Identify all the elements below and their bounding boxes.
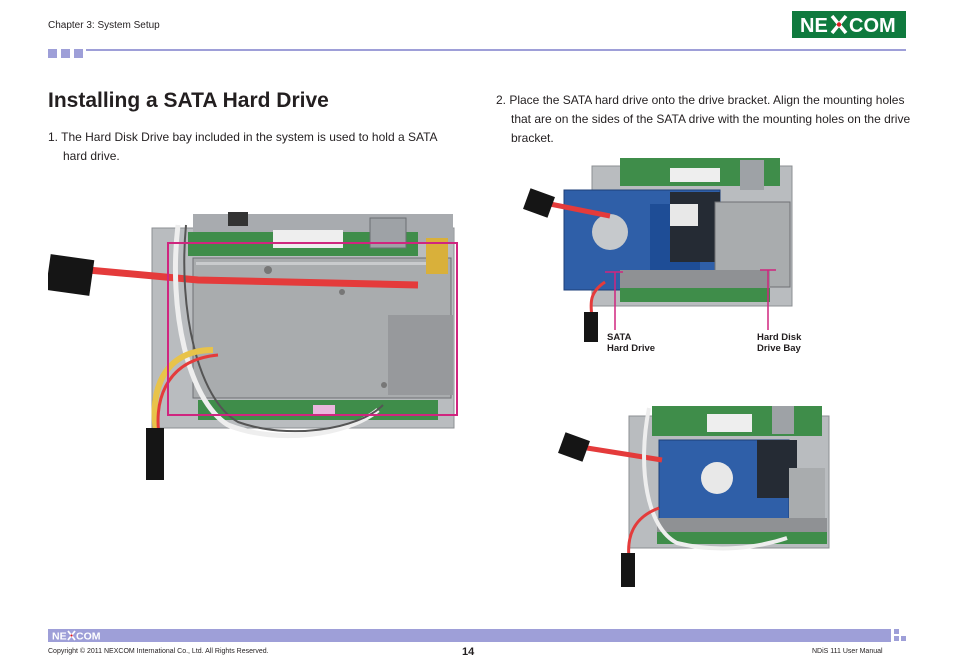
footer-square: [894, 636, 899, 641]
callout-sata-line1: SATA: [607, 332, 632, 343]
manual-title: NDiS 111 User Manual: [812, 648, 883, 655]
header-square: [74, 49, 83, 58]
svg-text:COM: COM: [76, 631, 101, 643]
step-2-text: 2. Place the SATA hard drive onto the dr…: [496, 93, 911, 145]
nexcom-logo-mark: NE COM: [792, 11, 906, 38]
footer-logo: NE COM: [52, 629, 104, 646]
header-square: [61, 49, 70, 58]
header-square: [48, 49, 57, 58]
footer-square: [901, 636, 906, 641]
footer-logo-mark: NE COM: [52, 630, 101, 643]
svg-text:NE: NE: [800, 15, 828, 37]
callout-sata-line2: Hard Drive: [607, 343, 656, 354]
footer-square: [894, 629, 899, 634]
callout-sata-hard-drive: SATA Hard Drive: [607, 332, 655, 354]
chassis-photo-hdd-bay: [48, 200, 460, 485]
callout-bay-line1: Hard Disk: [757, 332, 802, 343]
drive-installed-photo: [557, 398, 837, 593]
section-title: Installing a SATA Hard Drive: [48, 89, 329, 112]
callout-drive-bay: Hard Disk Drive Bay: [757, 332, 801, 354]
svg-text:NE: NE: [52, 631, 67, 643]
step-1-text: 1. The Hard Disk Drive bay included in t…: [48, 130, 437, 163]
svg-text:COM: COM: [849, 15, 896, 37]
copyright-text: Copyright © 2011 NEXCOM International Co…: [48, 648, 269, 655]
page-number: 14: [462, 646, 475, 658]
chapter-heading: Chapter 3: System Setup: [48, 20, 160, 31]
callout-bay-line2: Drive Bay: [757, 343, 801, 354]
nexcom-logo: NE COM: [792, 11, 906, 38]
sata-drive-photo: [520, 152, 800, 347]
footer-bar: [48, 629, 891, 642]
header-rule: [86, 49, 906, 51]
